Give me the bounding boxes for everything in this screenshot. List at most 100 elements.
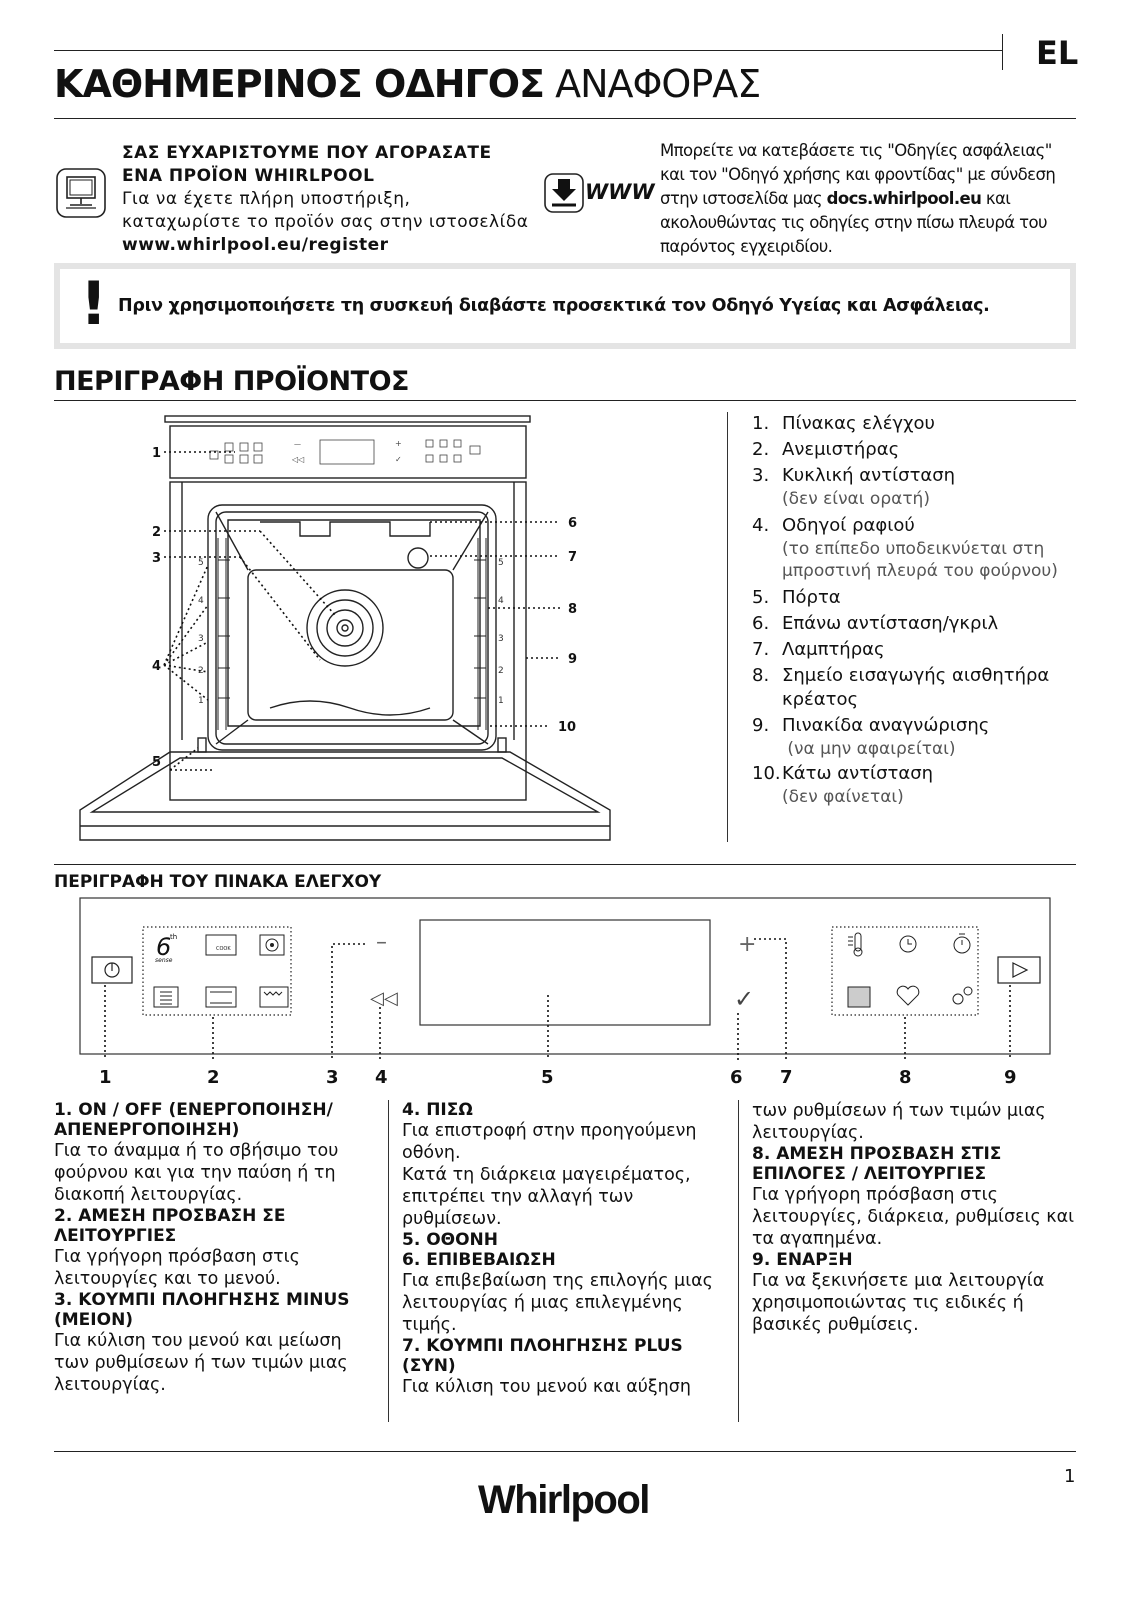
timer-icon[interactable] [953,933,971,954]
download-line-2: και τον "Οδηγό χρήσης και φροντίδας" με … [660,165,1056,184]
sixth-sense-sup: th [170,933,177,941]
rack-level-right-2: 2 [498,666,504,676]
warning-inner [60,269,1070,343]
legend-item: 10.Κάτω αντίσταση [752,763,934,784]
static-function-icon[interactable] [205,986,237,1008]
col-divider-1 [388,1100,389,1422]
settings-gear-icon[interactable] [952,986,973,1005]
favorite-heart-icon[interactable] [896,985,920,1006]
register-link[interactable]: www.whirlpool.eu/register [122,235,389,255]
lang-divider [1002,34,1003,70]
callout-8: 8 [568,602,577,617]
callout-6: 6 [568,516,577,531]
cook-icon[interactable]: COOK [205,934,237,956]
plus-button[interactable]: + [738,932,756,957]
power-button[interactable] [91,956,133,984]
list-function-icon[interactable] [153,986,179,1008]
language-code: EL [1036,34,1079,72]
panel-number-9: 9 [1004,1067,1017,1088]
registration-block: ΣΑΣ ΕΥΧΑΡΙΣΤΟΥΜΕ ΠΟΥ ΑΓΟΡΑΣΑΤΕ ΕΝΑ ΠΡΟΪΟ… [122,142,528,257]
panel-number-4: 4 [375,1067,388,1088]
desc-heading: 9. ΕΝΑΡΞΗ [752,1250,853,1270]
legend-item: 8.Σημείο εισαγωγής αισθητήρα [752,665,1050,686]
product-rule [54,400,1076,401]
callout-3: 3 [152,551,161,566]
thanks-line-1: ΣΑΣ ΕΥΧΑΡΙΣΤΟΥΜΕ ΠΟΥ ΑΓΟΡΑΣΑΤΕ [122,143,492,163]
minus-button[interactable]: – [376,930,387,955]
pattern-icon[interactable] [847,986,871,1008]
fan-function-icon[interactable] [259,934,285,956]
download-line-3: στην ιστοσελίδα μας docs.whirlpool.eu κα… [660,187,1055,211]
warning-box: ! Πριν χρησιμοποιήσετε τη συσκευή διαβάσ… [54,263,1076,349]
panel-number-1: 1 [99,1067,112,1088]
download-info: Μπορείτε να κατεβάσετε τις "Οδηγίες ασφά… [660,139,1056,259]
download-line-3a: στην ιστοσελίδα μας [660,189,827,208]
callout-10: 10 [558,720,576,735]
download-icon [544,173,584,217]
panel-number-7: 7 [780,1067,793,1088]
desc-text: Για κύλιση του μενού και μείωση των ρυθμ… [54,1331,348,1395]
warning-mark: ! [80,269,108,339]
panel-number-2: 2 [207,1067,220,1088]
rack-level-right-4: 4 [498,596,504,606]
panel-number-6: 6 [730,1067,743,1088]
display-screen [419,919,711,1026]
desc-text: Για να ξεκινήσετε μια λειτουργία χρησιμο… [752,1271,1045,1335]
page-number: 1 [1064,1466,1076,1487]
desc-text: Για επιβεβαίωση της επιλογής μιας λειτου… [402,1271,713,1335]
page-title: ΚΑΘΗΜΕΡΙΝΟΣ ΟΔΗΓΟΣ ΑΝΑΦΟΡΑΣ [54,62,761,106]
svg-text:◁◁: ◁◁ [291,455,304,464]
support-line-2: καταχωρίστε το προϊόν σας στην ιστοσελίδ… [122,212,529,232]
rack-level-right-3: 3 [498,634,504,644]
download-line-1: Μπορείτε να κατεβάσετε τις "Οδηγίες ασφά… [660,141,1052,160]
desc-heading: 8. ΑΜΕΣΗ ΠΡΟΣΒΑΣΗ ΣΤΙΣ ΕΠΙΛΟΓΕΣ / ΛΕΙΤΟΥ… [752,1144,1002,1184]
legend-sub: κρέατος [782,689,859,710]
legend-sub: (δεν είναι ορατή) [782,489,930,509]
desc-text: Κατά τη διάρκεια μαγειρέματος, επιτρέπει… [402,1165,691,1229]
warning-text: Πριν χρησιμοποιήσετε τη συσκευή διαβάστε… [118,296,990,316]
legend-item: 5.Πόρτα [752,587,841,608]
svg-text:+: + [395,439,402,448]
top-rule [54,50,1002,51]
start-button[interactable] [997,956,1041,984]
desc-heading: 3. ΚΟΥΜΠΙ ΠΛΟΗΓΗΣΗΣ MINUS (ΜΕΙΟΝ) [54,1290,350,1330]
desc-heading: 5. ΟΘΟΝΗ [402,1230,499,1250]
back-button[interactable]: ◁◁ [370,988,398,1009]
legend-item: 6.Επάνω αντίσταση/γκριλ [752,613,999,634]
svg-text:✓: ✓ [395,455,402,464]
docs-link[interactable]: docs.whirlpool.eu [826,189,982,208]
rack-level-left-5: 5 [198,558,204,568]
legend-sub: (να μην αφαιρείται) [782,739,956,759]
clock-icon[interactable] [899,935,917,953]
rack-level-left-4: 4 [198,596,204,606]
panel-number-3: 3 [326,1067,339,1088]
desc-heading: 1. ON / OFF (ΕΝΕΡΓΟΠΟΙΗΣΗ/ ΑΠΕΝΕΡΓΟΠΟΙΗΣ… [54,1100,333,1140]
callout-1: 1 [152,446,161,461]
sixth-sense-number: 6 [156,933,171,961]
legend-item: 1.Πίνακας ελέγχου [752,413,935,434]
support-line-1: Για να έχετε πλήρη υποστήριξη, [122,189,411,209]
legend-sub: (δεν φαίνεται) [782,787,904,807]
desc-text: των ρυθμίσεων ή των τιμών μιας λειτουργί… [752,1101,1046,1143]
download-line-5: παρόντος εγχειριδίου. [660,237,833,256]
desc-text: Για κύλιση του μενού και αύξηση [402,1377,691,1397]
desc-text: Για γρήγορη πρόσβαση στις λειτουργίες, δ… [752,1185,1075,1249]
legend-item: 3.Κυκλική αντίσταση [752,465,956,486]
grill-function-icon[interactable] [259,986,289,1008]
legend-item: 9.Πινακίδα αναγνώρισης [752,715,990,736]
confirm-button[interactable]: ✓ [734,985,754,1013]
legend-item: 7.Λαμπτήρας [752,639,885,660]
sixth-sense-label: sense [155,957,173,964]
thermometer-icon[interactable] [848,932,863,957]
legend-sub: (το επίπεδο υποδεικνύεται στη [782,539,1045,559]
callout-2: 2 [152,525,161,540]
panel-heading: ΠΕΡΙΓΡΑΦΗ ΤΟΥ ΠΙΝΑΚΑ ΕΛΕΓΧΟΥ [54,872,382,892]
rack-level-left-2: 2 [198,666,204,676]
legend-divider [727,412,728,842]
page-title-bold: ΚΑΘΗΜΕΡΙΝΟΣ ΟΔΗΓΟΣ [54,62,545,106]
panel-number-5: 5 [541,1067,554,1088]
page-title-light: ΑΝΑΦΟΡΑΣ [544,62,761,106]
monitor-icon [56,168,106,222]
rack-level-left-1: 1 [198,696,204,706]
desc-heading: 7. ΚΟΥΜΠΙ ΠΛΟΗΓΗΣΗΣ PLUS (ΣΥΝ) [402,1336,683,1376]
